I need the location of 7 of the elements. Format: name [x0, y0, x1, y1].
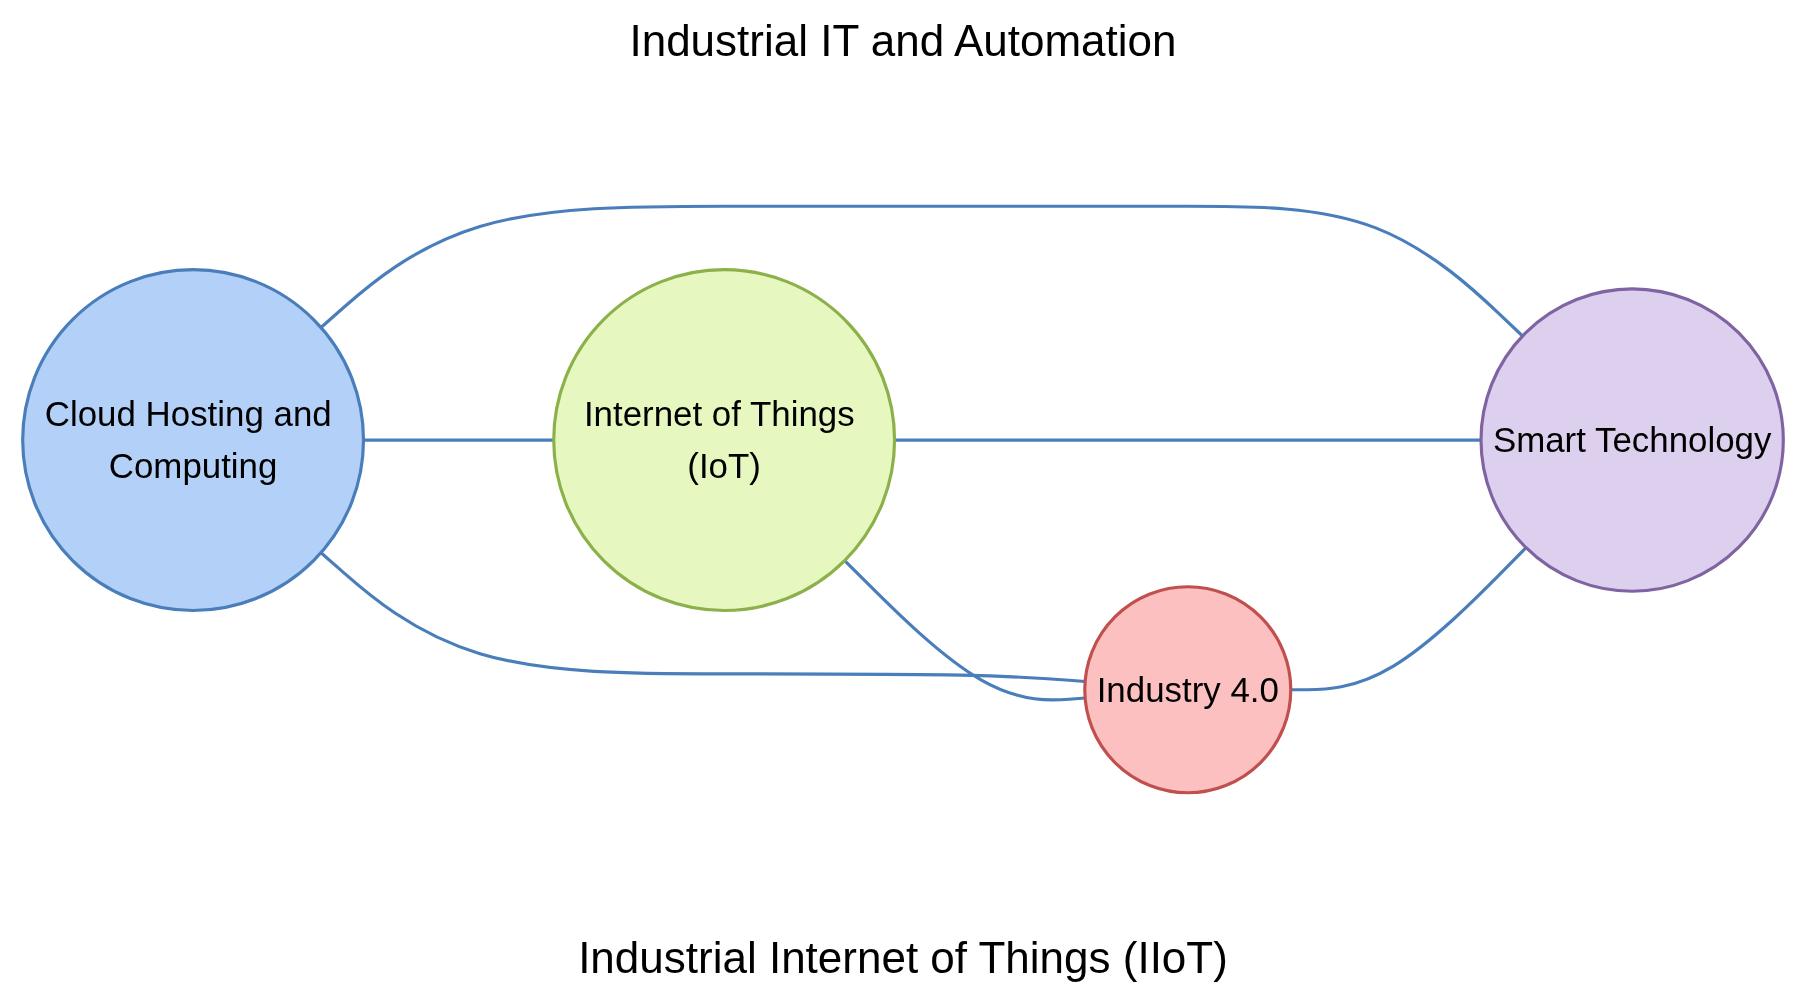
node-circle: Cloud Hosting and Computing	[21, 268, 366, 613]
center-label: Industrial IT and Automation	[629, 16, 1177, 66]
node-circle: Industry 4.0	[1083, 585, 1293, 795]
connector	[319, 204, 1524, 338]
bottom-label: Industrial Internet of Things (IIoT)	[578, 933, 1228, 983]
node-circle: Internet of Things (IoT)	[552, 268, 897, 613]
node-circle: Smart Technology	[1479, 287, 1785, 593]
